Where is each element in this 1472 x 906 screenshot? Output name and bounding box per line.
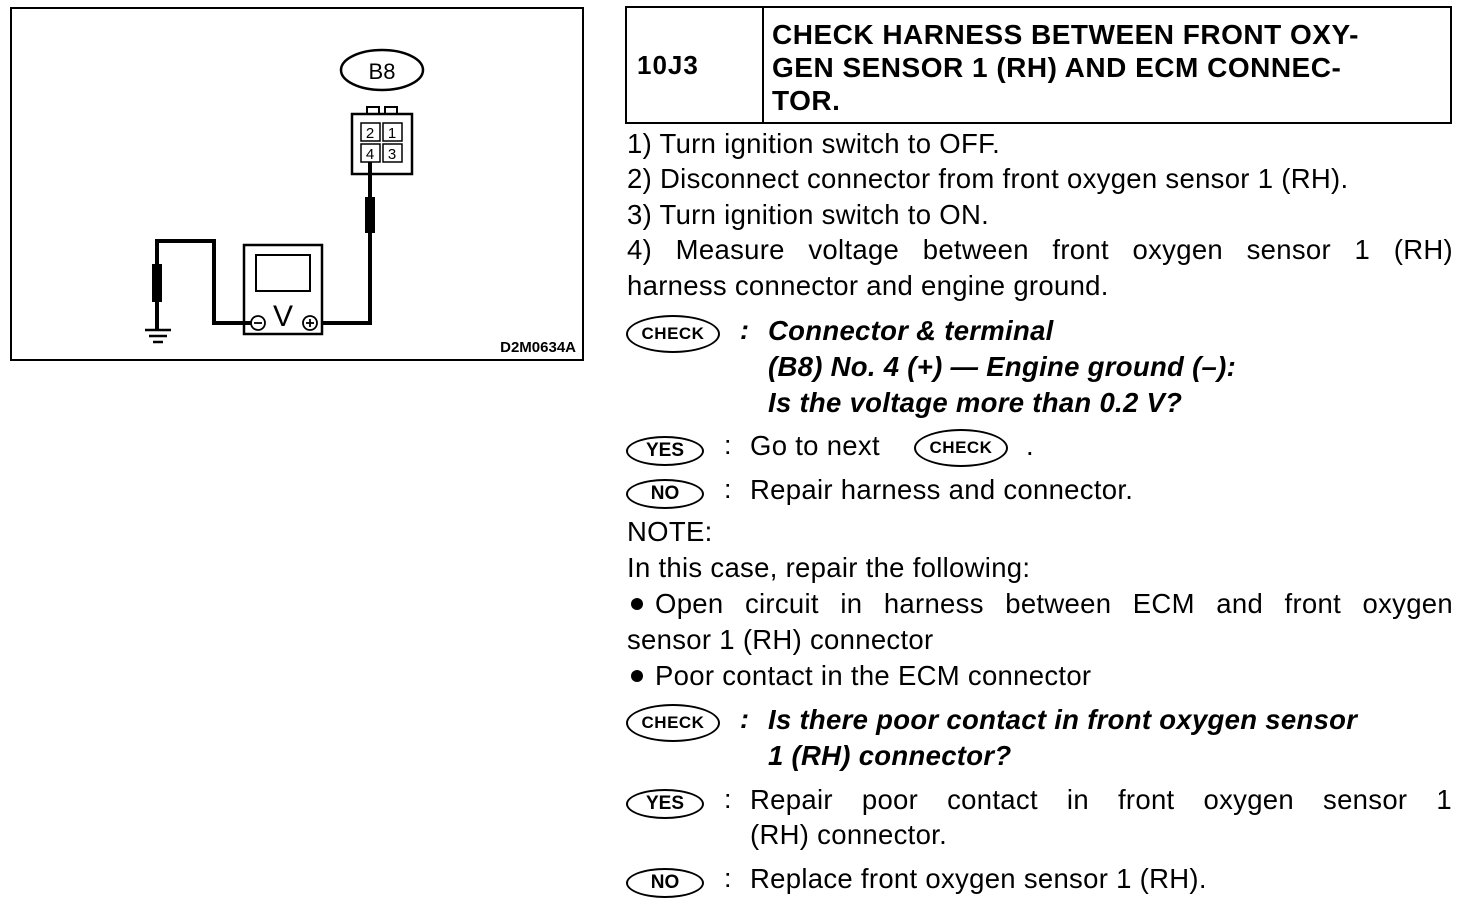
step-header: 10J3 CHECK HARNESS BETWEEN FRONT OXY- GE… [625,6,1452,124]
check-question: Connector & terminal [768,315,1054,346]
step-text: Turn ignition switch to OFF. [659,128,1001,159]
procedure-step: 1) Turn ignition switch to OFF. [627,126,1453,162]
connector-label-oval [339,48,425,92]
check-question: Is the voltage more than 0.2 V? [768,387,1183,418]
note-bullet-continued: sensor 1 (RH) connector [627,624,934,655]
check-question: 1 (RH) connector? [768,740,1012,771]
voltmeter-symbol: V [273,300,293,333]
step-title-line: TOR. [772,85,841,116]
step-code: 10J3 [627,8,764,122]
connector-label: B8 [369,59,396,84]
note-bullet-text: Open circuit in harness between ECM and … [655,588,1453,619]
wiring-diagram: B8 2 1 4 3 V D2M0634 [10,7,584,361]
pin-4: 4 [366,146,374,163]
step-title-line: GEN SENSOR 1 (RH) AND ECM CONNEC- [772,52,1342,83]
note-bullet: Poor contact in the ECM connector [627,658,1453,694]
note-intro: In this case, repair the following: [627,552,1031,583]
step-number: 2) [627,163,653,194]
step-text: Turn ignition switch to ON. [659,199,990,230]
figure-id: D2M0634A [500,339,576,356]
pin-3: 3 [388,146,396,163]
yes-colon: : [724,430,732,460]
yes-answer: Repair poor contact in front oxygen sens… [750,784,1452,815]
yes-badge: YES [626,436,704,466]
pin-2: 2 [366,125,374,142]
yes-answer-period: . [1026,430,1034,461]
check-question: (B8) No. 4 (+) — Engine ground (–): [768,351,1237,382]
pin-1: 1 [388,125,396,142]
yes-colon: : [724,784,732,814]
check-badge: CHECK [626,704,720,742]
bullet-icon [631,597,643,610]
check-colon: : [740,315,749,345]
check-badge: CHECK [626,315,720,353]
ground-icon [145,328,171,344]
bullet-icon [631,669,643,682]
no-answer: Repair harness and connector. [750,474,1134,505]
note-bullet: Open circuit in harness between ECM and … [627,586,1453,622]
check-colon: : [740,704,749,734]
step-text: Measure voltage between front oxygen sen… [675,234,1453,265]
voltmeter-display [255,254,311,292]
check-question: Is there poor contact in front oxygen se… [768,704,1358,735]
note-bullet-text: Poor contact in the ECM connector [655,660,1092,691]
procedure-step-continued: harness connector and engine ground. [627,270,1109,301]
procedure-step: 3) Turn ignition switch to ON. [627,197,1453,233]
yes-answer-continued: (RH) connector. [750,819,948,850]
diagram-drawing: B8 2 1 4 3 V D2M0634 [145,48,576,356]
yes-answer: Go to next [750,428,880,464]
step-text: Disconnect connector from front oxygen s… [660,163,1349,194]
check-badge-inline: CHECK [914,429,1008,467]
note-label: NOTE: [627,516,713,547]
step-title-line: CHECK HARNESS BETWEEN FRONT OXY- [772,19,1359,50]
no-answer: Replace front oxygen sensor 1 (RH). [750,863,1207,894]
yes-badge: YES [626,789,704,819]
no-badge: NO [626,479,704,509]
no-colon: : [724,863,732,893]
procedure-step: 4) Measure voltage between front oxygen … [627,232,1453,268]
procedure-step: 2) Disconnect connector from front oxyge… [627,161,1453,197]
step-number: 4) [627,234,653,265]
step-title: CHECK HARNESS BETWEEN FRONT OXY- GEN SEN… [764,8,1450,122]
yes-answer-text: Go to next [750,430,880,461]
positive-probe [365,197,375,233]
step-number: 1) [627,128,653,159]
negative-lead [155,239,251,329]
no-colon: : [724,474,732,504]
negative-probe [152,264,162,302]
no-badge: NO [626,868,704,898]
step-number: 3) [627,199,653,230]
